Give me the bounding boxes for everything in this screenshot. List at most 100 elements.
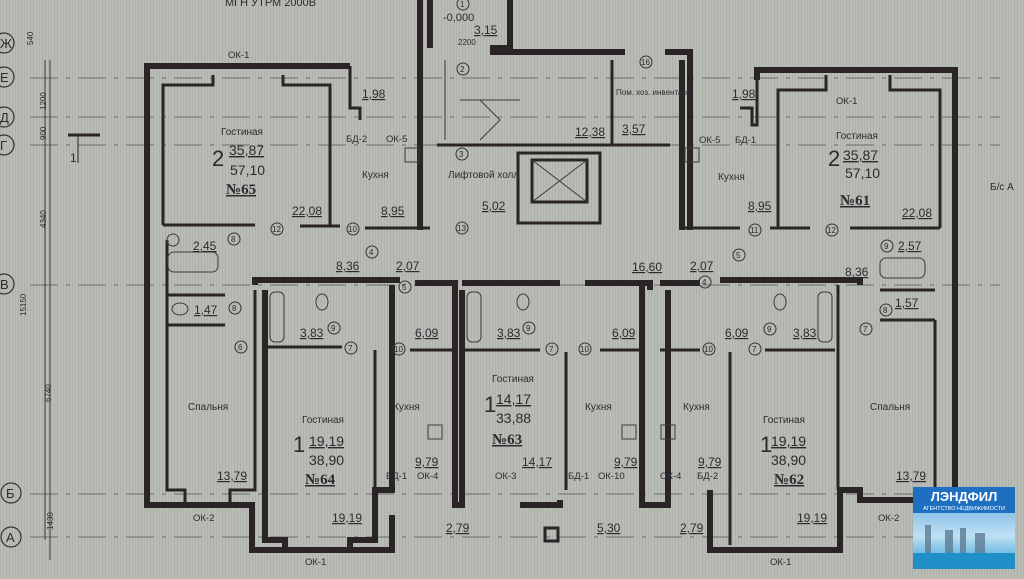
plan-label: 12,38 (575, 125, 605, 139)
plan-label: Б/с А (990, 182, 1014, 193)
stove-icon (427, 424, 443, 440)
plan-label: 11 (750, 226, 759, 235)
door-tag: 11 (748, 223, 762, 237)
door-tag: 7 (545, 342, 559, 356)
plan-label: 1 (460, 0, 465, 9)
logo-name: ЛЭНДФИЛ (931, 489, 997, 504)
plan-label: БД-2 (697, 471, 718, 482)
plan-label: ОК-1 (228, 50, 249, 61)
plan-label: 2 (212, 146, 224, 171)
door-tag: 7 (748, 342, 762, 356)
plan-label: 5 (402, 283, 407, 292)
door-tag: 7 (859, 322, 873, 336)
door-tag: 8 (227, 232, 241, 246)
door-tag: 9 (522, 321, 536, 335)
dimension-labels: 540 1200 900 4340 15150 6740 1430 (19, 31, 55, 530)
plan-label: БД-2 (346, 134, 367, 145)
dim-2200: 2200 (458, 38, 476, 47)
apartment-63: 3,83 6,09 Гостиная 1 14,17 33,88 №63 Кух… (484, 326, 638, 535)
apartment-64: 3,83 6,09 Гостиная 1 19,19 38,90 №64 Кух… (293, 326, 470, 568)
plan-label: №61 (840, 193, 870, 209)
stove-icon (684, 147, 700, 163)
plan-label: БД-1 (568, 471, 589, 482)
door-tag: 5 (398, 280, 412, 294)
plan-label: №64 (305, 472, 336, 488)
plan-label: 3,83 (497, 326, 521, 340)
plan-label: 10 (704, 345, 713, 354)
axis-e: Е (0, 66, 15, 88)
plan-label: 8,95 (381, 204, 405, 218)
door-tag: 10 (346, 222, 360, 236)
plan-label: №62 (774, 472, 804, 488)
axis-b: Б (0, 482, 22, 504)
walls (144, 0, 958, 553)
dim-15150: 15150 (19, 293, 28, 316)
apartment-62: 6,09 3,83 Кухня Гостиная 1 19,19 38,90 №… (660, 326, 827, 568)
plan-label: 2,79 (680, 521, 704, 535)
plan-label: 8 (231, 235, 236, 244)
plan-label: 10 (348, 225, 357, 234)
plan-label: ОК-1 (770, 557, 791, 568)
sink-icon (166, 233, 180, 247)
bathtub-icon (269, 291, 285, 343)
level-mark: -0,000 (443, 12, 474, 24)
plan-label: 1,57 (895, 296, 919, 310)
plan-label: 57,10 (845, 165, 880, 181)
logo-tagline: АГЕНТСТВО НЕДВИЖИМОСТИ (923, 506, 1005, 512)
stove-icon (660, 424, 676, 440)
plan-label: 7 (549, 345, 554, 354)
bathtub-icon (879, 257, 926, 279)
plan-label: 8 (232, 304, 237, 313)
plan-label: 14,17 (522, 455, 552, 469)
door-tag: 7 (344, 341, 358, 355)
plan-label: ОК-5 (386, 134, 407, 145)
plan-label: 35,87 (229, 142, 264, 158)
plan-label: 10 (394, 345, 403, 354)
toilet-icon (516, 293, 530, 311)
door-tag: 8 (879, 303, 893, 317)
header-title: МГН УТРМ 2000В (225, 0, 316, 9)
toilet-icon (773, 293, 787, 311)
plan-label: 2,07 (690, 259, 714, 273)
plan-label: В (0, 277, 9, 292)
plan-label: 1 (70, 151, 77, 165)
plan-label: Е (0, 70, 9, 85)
plan-label: 4 (702, 278, 707, 287)
plan-label: 33,88 (496, 410, 531, 426)
axis-markers: Ж Е Д Г В Б А (0, 32, 22, 548)
plan-label: ОК-1 (836, 96, 857, 107)
plan-label: 1 (760, 432, 772, 457)
plan-label: Спальня (870, 402, 910, 413)
plan-label: 2 (460, 65, 465, 74)
plan-label: 4 (369, 248, 374, 257)
plan-label: ОК-4 (417, 471, 438, 482)
plan-label: 2,07 (396, 259, 420, 273)
plan-label: 38,90 (309, 452, 344, 468)
plan-label: 9 (331, 324, 336, 333)
plan-label: 38,90 (771, 452, 806, 468)
bathtub-icon (466, 291, 482, 343)
plan-label: 1,47 (194, 303, 218, 317)
plan-label: 3,57 (622, 122, 646, 136)
plan-label: Кухня (683, 402, 710, 413)
plan-label: Кухня (585, 402, 612, 413)
plan-label: 7 (863, 325, 868, 334)
plan-label: ОК-2 (193, 513, 214, 524)
plan-label: 2,79 (446, 521, 470, 535)
plan-label: 9,79 (614, 455, 638, 469)
plan-label: БД-1 (735, 135, 756, 146)
door-tag: 6 (234, 340, 248, 354)
plan-label: ОК-2 (878, 513, 899, 524)
plan-label: 6,09 (415, 326, 439, 340)
plan-label: 1,98 (732, 87, 756, 101)
plan-label: 3,83 (300, 326, 324, 340)
plan-label: Гостиная (221, 127, 263, 138)
plan-label: 22,08 (902, 206, 932, 220)
stove-icon (404, 147, 420, 163)
plan-label: 9 (526, 324, 531, 333)
dim-1200: 1200 (39, 92, 48, 110)
plan-label: Гостиная (763, 415, 805, 426)
bathtub-icon (817, 291, 833, 343)
core: Лифтовой холл 5,02 12,38 Пом. хоз. инвен… (396, 88, 714, 274)
door-tag: 5 (732, 248, 746, 262)
